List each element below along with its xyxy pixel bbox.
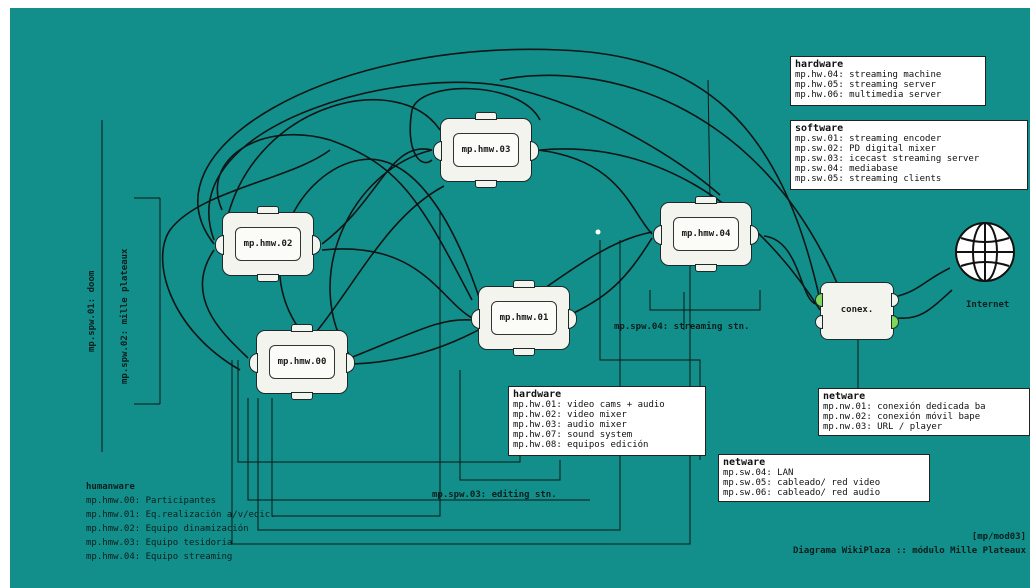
node-port	[433, 141, 442, 161]
node-port	[513, 348, 535, 356]
box-line: mp.sw.06: cableado/ red audio	[723, 488, 881, 498]
node-label: mp.hmw.01	[491, 301, 557, 335]
box-line: mp.hw.08: equipos edición	[513, 440, 649, 450]
legend-item: mp.hmw.03: Equipo tesidoria	[86, 538, 233, 548]
label-spw-03: mp.spw.03: editing stn.	[432, 490, 557, 500]
globe-icon	[955, 222, 1015, 282]
box-line: mp.hw.07: sound system	[513, 430, 633, 440]
box-title: netware	[723, 457, 766, 468]
box-line: mp.hw.05: streaming server	[795, 80, 936, 90]
box-line: mp.hw.06: multimedia server	[795, 90, 942, 100]
box-line: mp.sw.04: LAN	[723, 468, 794, 478]
box-line: mp.nw.02: conexión móvil bape	[823, 412, 981, 422]
node-port	[215, 235, 224, 255]
label-spw-04: mp.spw.04: streaming stn.	[614, 322, 750, 332]
box-line: mp.hw.02: video mixer	[513, 410, 627, 420]
box-line: mp.nw.03: URL / player	[823, 422, 943, 432]
node-port	[291, 392, 313, 400]
node-conex[interactable]: conex.	[815, 282, 899, 340]
legend-title: humanware	[86, 482, 135, 492]
node-hmw-01[interactable]: mp.hmw.01	[471, 280, 577, 356]
conex-label: conex.	[840, 305, 874, 315]
node-label: mp.hmw.00	[269, 345, 335, 379]
node-port	[695, 264, 717, 272]
legend-item: mp.hmw.04: Equipo streaming	[86, 552, 233, 562]
node-label: mp.hmw.04	[673, 217, 739, 251]
node-port	[695, 196, 717, 204]
box-title: netware	[823, 391, 866, 402]
box-title: software	[795, 123, 844, 134]
node-label: mp.hmw.03	[453, 133, 519, 167]
legend-item: mp.hmw.00: Participantes	[86, 496, 217, 506]
hardware-top-box: hardware mp.hw.04: streaming machine mp.…	[790, 56, 986, 106]
box-line: mp.sw.03: icecast streaming server	[795, 154, 980, 164]
node-port	[257, 206, 279, 214]
label-spw-02: mp.spw.02: mille plateaux	[120, 248, 130, 384]
box-line: mp.sw.05: cableado/ red video	[723, 478, 881, 488]
node-hmw-02[interactable]: mp.hmw.02	[215, 206, 321, 282]
box-title: hardware	[795, 59, 844, 70]
conex-port	[815, 315, 823, 329]
node-port	[471, 309, 480, 329]
footer-code: [mp/mod03]	[971, 532, 1026, 542]
software-box: software mp.sw.01: streaming encoder mp.…	[790, 120, 1028, 190]
node-port	[475, 112, 497, 120]
legend-item: mp.hmw.02: Equipo dinamización	[86, 524, 249, 534]
node-label: mp.hmw.02	[235, 227, 301, 261]
box-line: mp.sw.01: streaming encoder	[795, 134, 942, 144]
hardware-mid-box: hardware mp.hw.01: video cams + audio mp…	[508, 386, 706, 456]
node-port	[475, 180, 497, 188]
box-line: mp.sw.02: PD digital mixer	[795, 144, 936, 154]
node-port	[249, 353, 258, 373]
legend-item: mp.hmw.01: Eq.realización a/v/edic.	[86, 510, 276, 520]
box-line: mp.hw.03: audio mixer	[513, 420, 627, 430]
internet-label: Internet	[966, 300, 1010, 310]
box-line: mp.hw.04: streaming machine	[795, 70, 942, 80]
label-spw-01: mp.spw.01: doom	[87, 270, 97, 352]
node-port	[291, 324, 313, 332]
node-port	[653, 225, 662, 245]
footer-title: Diagrama WikiPlaza :: módulo Mille Plate…	[793, 546, 1026, 556]
node-hmw-04[interactable]: mp.hmw.04	[653, 196, 759, 272]
conex-port	[815, 293, 823, 307]
node-port	[257, 274, 279, 282]
box-line: mp.hw.01: video cams + audio	[513, 400, 665, 410]
box-line: mp.nw.01: conexión dedicada ba	[823, 402, 986, 412]
box-line: mp.sw.04: mediabase	[795, 164, 898, 174]
humanware-legend: humanware mp.hmw.00: Participantes mp.hm…	[86, 480, 276, 564]
node-hmw-00[interactable]: mp.hmw.00	[249, 324, 355, 400]
netware-right-box: netware mp.nw.01: conexión dedicada ba m…	[818, 388, 1030, 436]
node-hmw-03[interactable]: mp.hmw.03	[433, 112, 539, 188]
box-line: mp.sw.05: streaming clients	[795, 174, 942, 184]
node-port	[513, 280, 535, 288]
netware-mid-box: netware mp.sw.04: LAN mp.sw.05: cableado…	[718, 454, 930, 502]
box-title: hardware	[513, 389, 562, 400]
